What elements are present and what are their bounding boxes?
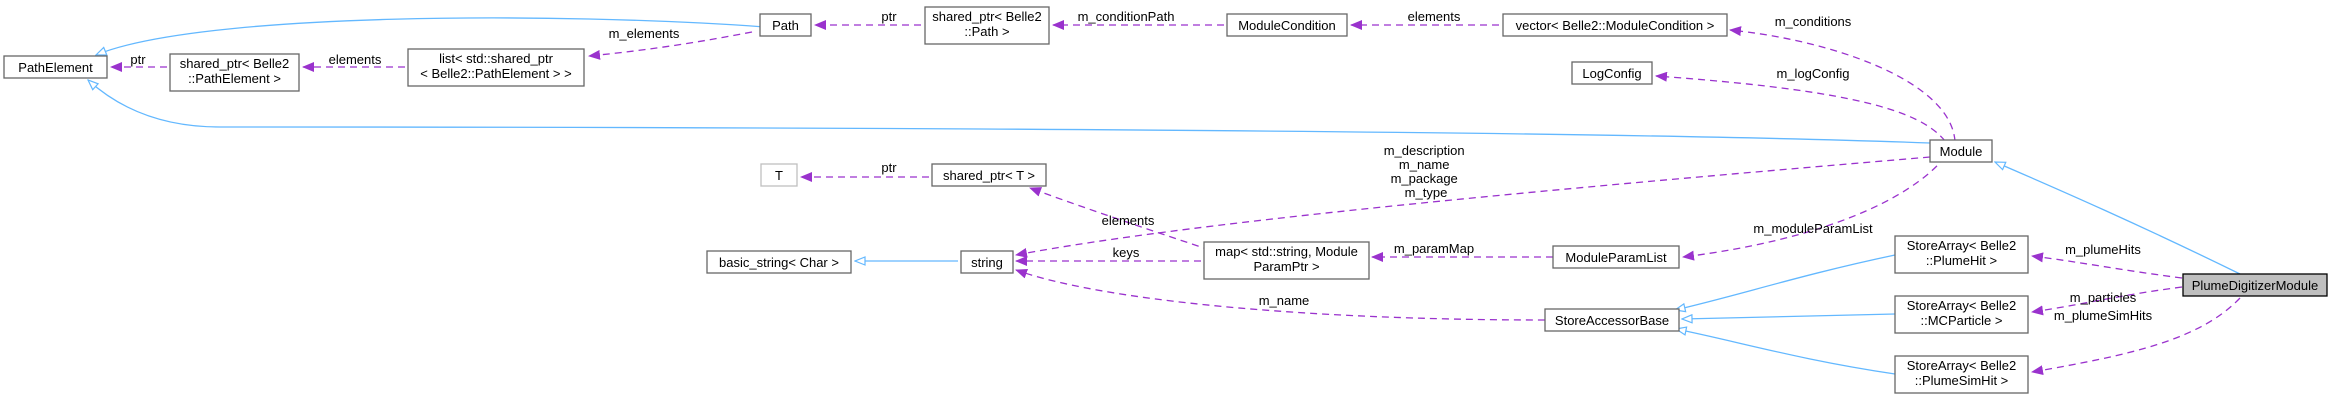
svg-text:StoreAccessorBase: StoreAccessorBase — [1555, 313, 1669, 328]
edge-label-elements: elements — [329, 52, 382, 67]
svg-text:basic_string< Char >: basic_string< Char > — [719, 255, 839, 270]
svg-text:list< std::shared_ptr< Belle2:: list< std::shared_ptr< Belle2::PathEleme… — [420, 51, 571, 81]
node-module[interactable]: Module — [1929, 139, 1993, 163]
edge-path-to-list — [588, 31, 753, 60]
edge-path-to-path-element — [96, 17, 766, 55]
edge-module-to-path-element — [88, 80, 1931, 144]
svg-text:ModuleParamList: ModuleParamList — [1565, 250, 1667, 265]
node-plume-digitizer-module[interactable]: PlumeDigitizerModule — [2182, 273, 2328, 297]
node-module-param-list[interactable]: ModuleParamList — [1552, 245, 1680, 269]
svg-text:vector< Belle2::ModuleConditio: vector< Belle2::ModuleCondition > — [1516, 18, 1715, 33]
edge-digitizer-to-mc-particle-array — [2031, 286, 2183, 316]
svg-text:Module: Module — [1940, 144, 1983, 159]
node-log-config[interactable]: LogConfig — [1571, 61, 1653, 85]
edge-label-keys: keys — [1113, 245, 1140, 260]
svg-text:StoreArray< Belle2::PlumeSimHi: StoreArray< Belle2::PlumeSimHit > — [1907, 358, 2016, 388]
node-store-array-mc-particle[interactable]: StoreArray< Belle2::MCParticle > — [1894, 295, 2029, 334]
edge-label-m-module-param-list: m_moduleParamList — [1753, 221, 1873, 236]
svg-text:string: string — [971, 255, 1003, 270]
edge-label-m-log-config: m_logConfig — [1777, 66, 1850, 81]
edge-digitizer-to-plume-hit-array — [2031, 252, 2183, 279]
edge-accessor-to-string — [1015, 268, 1546, 321]
svg-text:StoreArray< Belle2::MCParticle: StoreArray< Belle2::MCParticle > — [1907, 298, 2016, 328]
node-module-condition[interactable]: ModuleCondition — [1226, 13, 1348, 37]
diagram-nodes: PathElement shared_ptr< Belle2::PathElem… — [3, 6, 2328, 394]
edge-label-m-elements: m_elements — [609, 26, 680, 41]
edge-label-m-condition-path: m_conditionPath — [1078, 9, 1175, 24]
svg-text:T: T — [775, 168, 783, 183]
node-template-t[interactable]: T — [760, 163, 798, 187]
svg-text:shared_ptr< Belle2::Path >: shared_ptr< Belle2::Path > — [932, 9, 1042, 39]
edge-label-ptr: ptr — [130, 52, 146, 67]
edge-label-m-conditions: m_conditions — [1775, 14, 1852, 29]
edge-label-ptr: ptr — [881, 160, 897, 175]
edge-label-module-strings: m_description m_name m_package m_type — [1384, 143, 1469, 200]
edge-module-to-module-param-list — [1682, 156, 1946, 261]
node-store-array-plume-sim-hit[interactable]: StoreArray< Belle2::PlumeSimHit > — [1894, 355, 2029, 394]
node-shared-ptr-path-element[interactable]: shared_ptr< Belle2::PathElement > — [169, 53, 300, 92]
edge-label-m-param-map: m_paramMap — [1394, 241, 1474, 256]
edge-mc-particle-array-to-accessor — [1682, 313, 1896, 319]
edge-label-m-plume-sim-hits: m_plumeSimHits — [2054, 308, 2153, 323]
edge-label-elements: elements — [1408, 9, 1461, 24]
svg-text:Path: Path — [772, 18, 799, 33]
edge-label-m-plume-hits: m_plumeHits — [2065, 242, 2141, 257]
node-path[interactable]: Path — [759, 13, 812, 37]
node-path-element[interactable]: PathElement — [3, 55, 108, 79]
edge-plume-hit-array-to-accessor — [1675, 254, 1896, 310]
svg-text:PathElement: PathElement — [18, 60, 93, 75]
node-shared-ptr-path[interactable]: shared_ptr< Belle2::Path > — [924, 6, 1050, 45]
svg-text:StoreArray< Belle2::PlumeHit >: StoreArray< Belle2::PlumeHit > — [1907, 238, 2016, 268]
edge-label-m-name: m_name — [1259, 293, 1310, 308]
svg-text:shared_ptr< Belle2::PathElemen: shared_ptr< Belle2::PathElement > — [180, 56, 290, 86]
node-store-accessor-base[interactable]: StoreAccessorBase — [1544, 308, 1680, 332]
node-string[interactable]: string — [960, 250, 1014, 274]
node-list-shared-ptr-path-element[interactable]: list< std::shared_ptr< Belle2::PathEleme… — [407, 48, 585, 87]
svg-text:ModuleCondition: ModuleCondition — [1238, 18, 1336, 33]
svg-text:LogConfig: LogConfig — [1582, 66, 1641, 81]
edge-module-to-vector — [1729, 26, 1956, 142]
svg-text:PlumeDigitizerModule: PlumeDigitizerModule — [2192, 278, 2318, 293]
edge-module-to-string — [1015, 156, 1931, 258]
edge-plume-digitizer-to-module — [1995, 162, 2241, 275]
edge-label-ptr: ptr — [881, 9, 897, 24]
edge-module-to-log-config — [1655, 71, 1946, 142]
diagram-edge-labels: ptr elements m_elements ptr m_conditionP… — [130, 9, 2152, 323]
node-shared-ptr-t[interactable]: shared_ptr< T > — [931, 163, 1047, 187]
diagram-edges — [88, 17, 2241, 376]
node-store-array-plume-hit[interactable]: StoreArray< Belle2::PlumeHit > — [1894, 235, 2029, 274]
edge-plume-sim-hit-array-to-accessor — [1676, 329, 1896, 375]
svg-text:shared_ptr< T >: shared_ptr< T > — [943, 168, 1035, 183]
node-vector-module-condition[interactable]: vector< Belle2::ModuleCondition > — [1502, 13, 1728, 37]
node-basic-string[interactable]: basic_string< Char > — [706, 250, 852, 274]
edge-label-m-particles: m_particles — [2070, 290, 2137, 305]
edge-label-elements: elements — [1102, 213, 1155, 228]
